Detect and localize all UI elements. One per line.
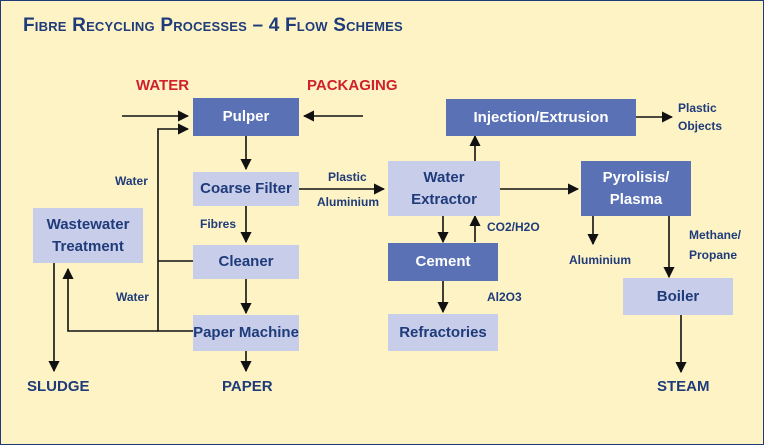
node-injection-extrusion: Injection/Extrusion (446, 99, 636, 136)
node-refractories: Refractories (388, 314, 498, 351)
node-pyrolisis-plasma: Pyrolisis/ Plasma (581, 161, 691, 216)
output-plastic-objects: Plastic Objects (678, 101, 723, 133)
node-pulper: Pulper (193, 98, 299, 136)
node-paper-machine: Paper Machine (193, 315, 299, 351)
diagram-title: Fibre Recycling Processes – 4 Flow Schem… (23, 15, 403, 36)
arrow-to-wastewater (62, 267, 158, 332)
node-boiler: Boiler (623, 278, 733, 315)
label-methane-propane: Methane/ Propane (689, 228, 742, 262)
label-water-lower: Water (116, 290, 149, 304)
arrow-water-recycle (157, 123, 193, 332)
node-cleaner: Cleaner (193, 245, 299, 279)
input-water: WATER (136, 77, 190, 94)
node-cement: Cement (388, 243, 498, 281)
node-coarse-filter: Coarse Filter (193, 172, 299, 206)
output-sludge: SLUDGE (27, 378, 90, 395)
label-al2o3: Al2O3 (487, 290, 522, 304)
node-water-extractor: Water Extractor (388, 161, 500, 216)
node-wastewater-treatment: Wastewater Treatment (33, 208, 143, 263)
label-co2-h2o: CO2/H2O (487, 220, 540, 234)
label-aluminium-out: Aluminium (569, 253, 631, 267)
label-water-upper: Water (115, 174, 148, 188)
output-paper: PAPER (222, 378, 273, 395)
label-aluminium-flow: Aluminium (317, 195, 379, 209)
input-packaging: PACKAGING (307, 77, 398, 94)
output-steam: STEAM (657, 378, 710, 395)
label-plastic: Plastic (328, 170, 367, 184)
label-fibres: Fibres (200, 217, 237, 231)
